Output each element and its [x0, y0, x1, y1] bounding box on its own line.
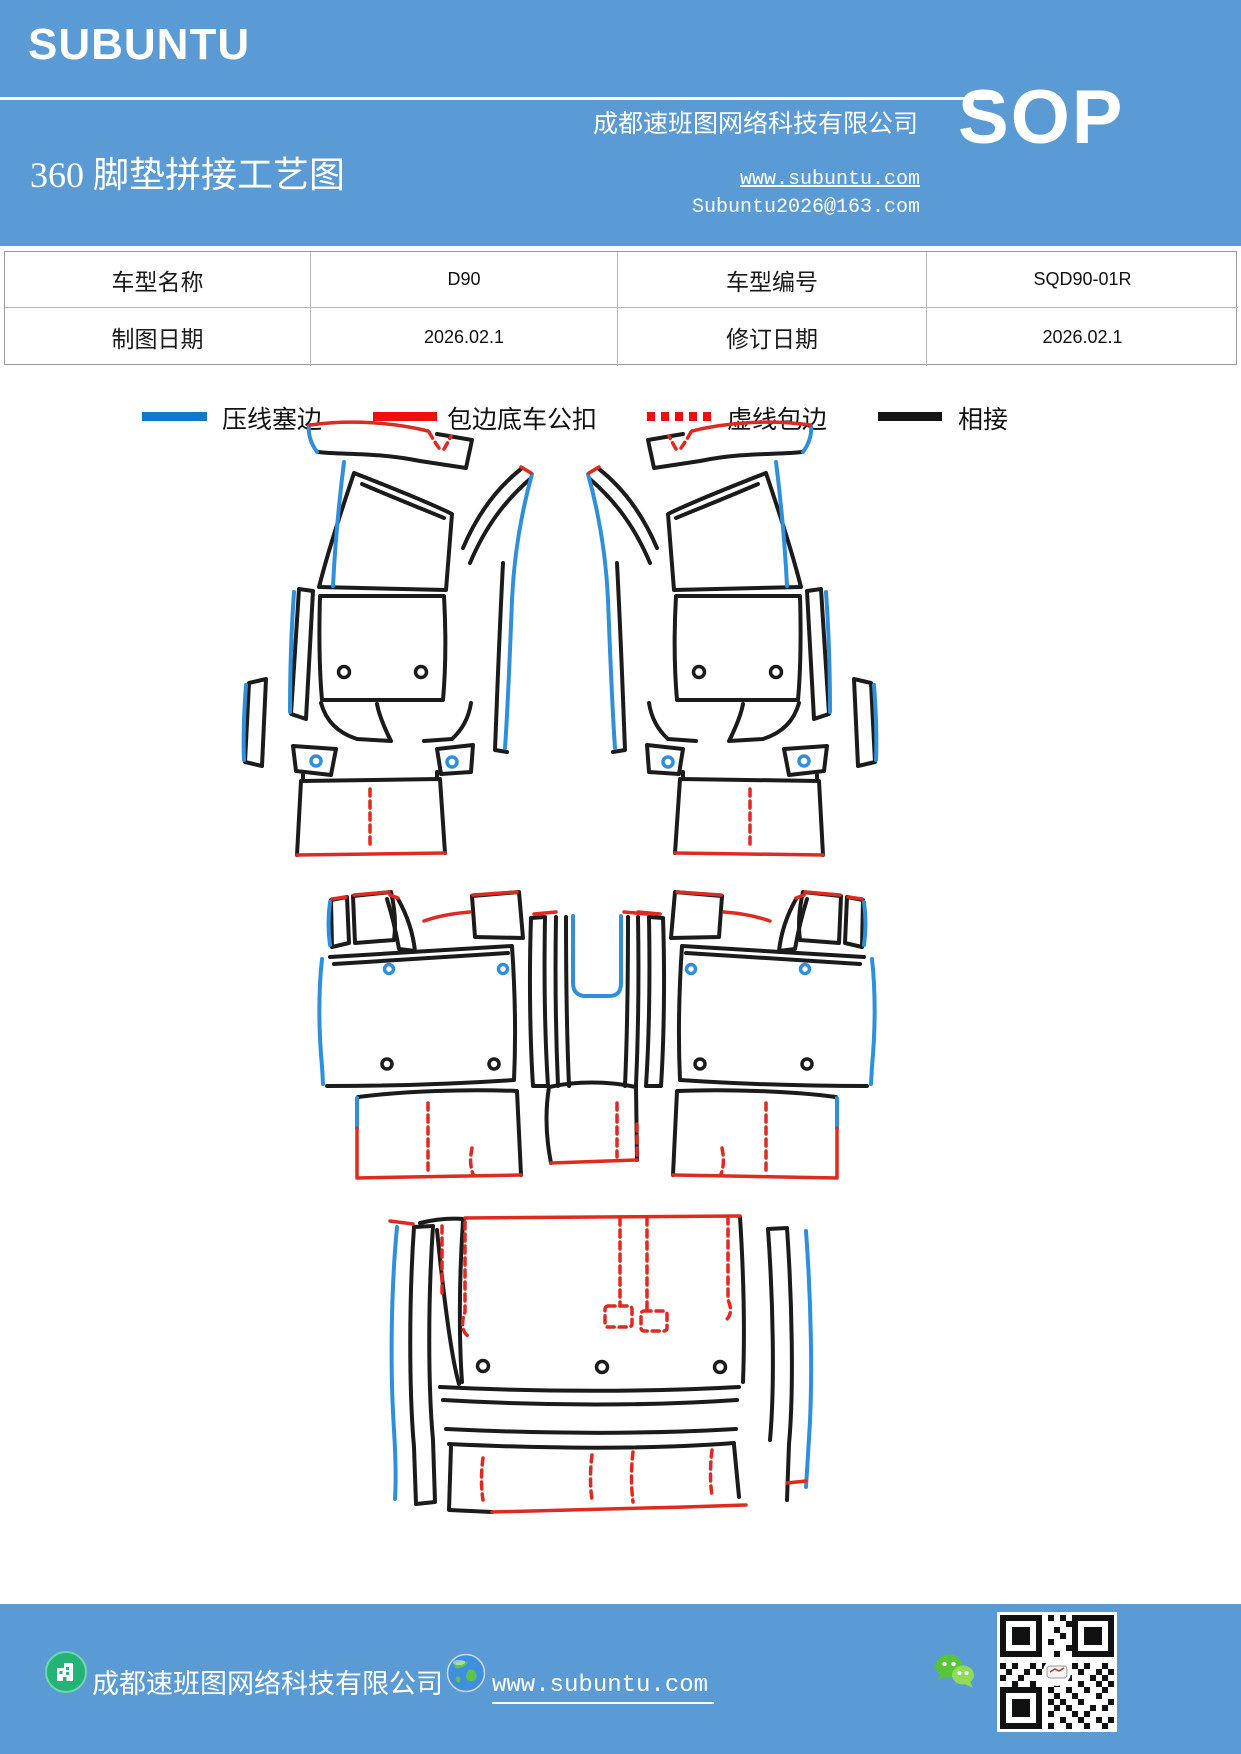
legend-swatch-black-line	[878, 412, 942, 421]
line-type-legend: 压线塞边 包边底车公扣 虚线包边 相接	[0, 398, 1241, 440]
trunk-mat-drawing	[388, 1214, 814, 1514]
legend-label-press-edge: 压线塞边	[222, 407, 323, 434]
mat-process-diagram	[241, 420, 879, 1514]
brand-logo: SUBUNTU	[28, 20, 251, 69]
front-left-mat-drawing	[241, 420, 534, 857]
legend-label-binding-buckle: 包边底车公扣	[447, 407, 598, 434]
table-cell-drawdate-value: 2026.02.1	[311, 308, 618, 366]
legend-swatch-blue-line	[142, 412, 207, 421]
table-cell-model-value: D90	[311, 252, 618, 308]
footer-website-link[interactable]: www.subuntu.com	[492, 1672, 715, 1704]
header-banner: SUBUNTU 360 脚垫拼接工艺图 成都速班图网络科技有限公司 SOP ww…	[0, 0, 1241, 246]
qr-code	[997, 1612, 1117, 1732]
header-website-link[interactable]: www.subuntu.com	[739, 168, 920, 191]
front-right-mat-drawing	[586, 420, 879, 857]
second-row-left-mat-drawing	[317, 890, 571, 1180]
table-cell-revdate-value: 2026.02.1	[1042, 326, 1123, 347]
company-building-icon	[45, 1651, 87, 1693]
legend-swatch-red-line	[373, 412, 437, 421]
footer-company-name: 成都速班图网络科技有限公司	[92, 1669, 443, 1699]
sop-label: SOP	[958, 75, 1125, 160]
header-divider	[0, 97, 993, 100]
table-cell-drawdate-label: 制图日期	[5, 308, 311, 366]
table-cell-code-label: 车型编号	[618, 252, 927, 308]
header-company-name: 成都速班图网络科技有限公司	[592, 111, 918, 138]
table-cell-model-label: 车型名称	[5, 252, 311, 308]
second-row-right-mat-drawing	[623, 890, 877, 1180]
table-cell-code-value: SQD90-01R	[927, 252, 1238, 308]
wechat-icon	[935, 1654, 974, 1688]
header-email: Subuntu2026@163.com	[691, 196, 920, 219]
second-row-center-channel-drawing	[544, 910, 649, 1165]
table-cell-revdate-label: 修订日期	[618, 308, 927, 366]
vehicle-info-table: 车型名称 D90 车型编号 SQD90-01R 制图日期 2026.02.1 修…	[4, 251, 1238, 366]
legend-label-join: 相接	[958, 407, 1009, 434]
legend-swatch-dotted-line	[647, 412, 715, 421]
page-title: 360 脚垫拼接工艺图	[30, 155, 346, 195]
globe-icon	[446, 1653, 486, 1693]
